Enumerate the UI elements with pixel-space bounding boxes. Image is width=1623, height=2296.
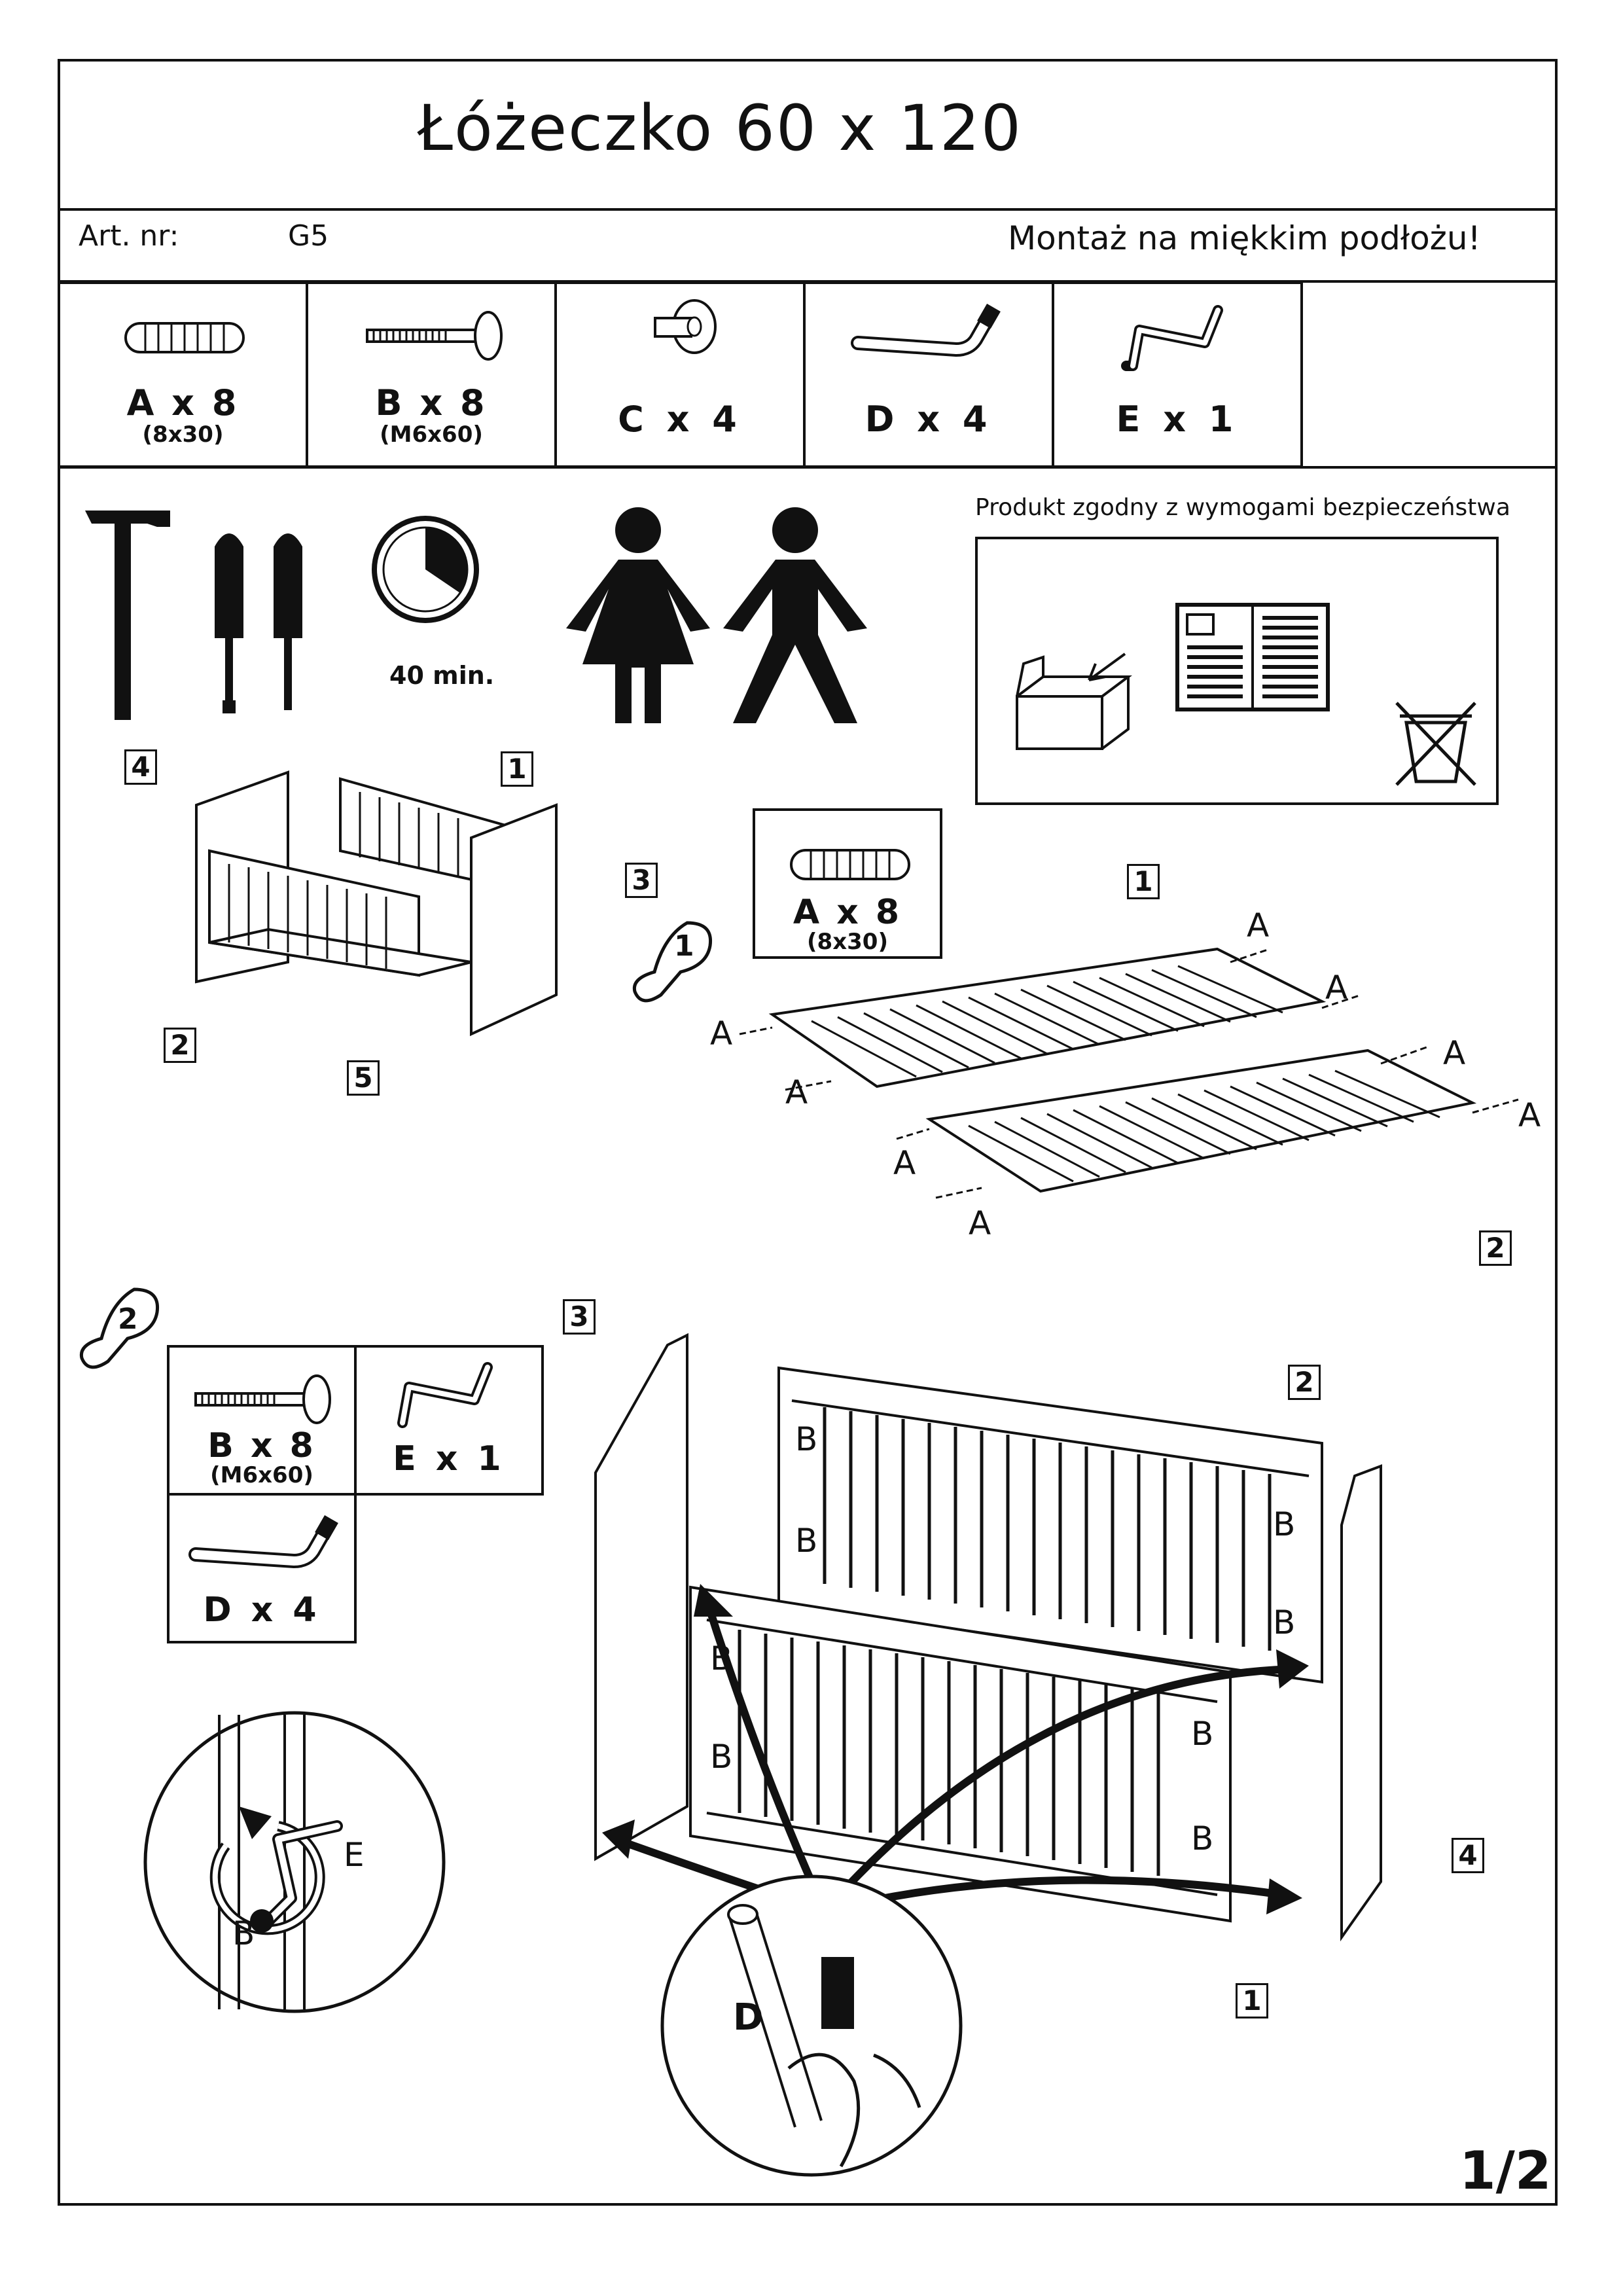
part-b-size: (M6x60) — [380, 422, 483, 448]
bolt-label-b: B — [1191, 1820, 1214, 1857]
divider-title — [58, 208, 1558, 211]
step-2-tag-1: 1 — [1236, 1983, 1268, 2018]
allen-key-icon — [851, 304, 1001, 357]
part-d-label: D x 4 — [865, 399, 993, 440]
step-1-part-box: A x 8 (8x30) — [753, 808, 942, 959]
slatted-base-illustration — [739, 947, 1519, 1199]
bolt-label-b: B — [1273, 1505, 1296, 1543]
step-1-footprint-icon — [632, 921, 713, 1003]
step-2-tag-4: 4 — [1452, 1838, 1484, 1873]
detail-label-b: B — [232, 1914, 255, 1952]
dowel-icon — [124, 322, 245, 353]
step-2-part-d-label: D x 4 — [203, 1590, 321, 1630]
part-a-label: A x 8 — [126, 382, 240, 423]
step-2-number: 2 — [118, 1302, 138, 1336]
bolt-tightening-detail — [143, 1711, 446, 2013]
article-number: G5 — [288, 219, 329, 253]
page-frame — [58, 59, 1558, 2206]
step-2-part-b-size: (M6x60) — [210, 1462, 313, 1488]
part-cell-b: B x 8 (M6x60) — [306, 281, 557, 468]
part-cell-c: C x 4 — [554, 281, 806, 468]
page-number: 1/2 — [1459, 2140, 1552, 2201]
step-2-part-box-b: B x 8 (M6x60) — [167, 1345, 357, 1496]
assembly-time: 40 min. — [389, 661, 495, 690]
crib-assembly-illustration — [594, 1333, 1382, 1942]
part-b-label: B x 8 — [375, 382, 488, 423]
overview-tag-4: 4 — [124, 749, 157, 785]
part-cell-e: E x 1 — [1052, 281, 1303, 468]
pin-label-a: A — [1518, 1096, 1541, 1134]
safety-box — [975, 537, 1499, 805]
step-2-footprint-icon — [79, 1287, 160, 1369]
step-2-part-e-label: E x 1 — [393, 1439, 505, 1479]
hammer-icon — [85, 511, 170, 720]
pin-label-a: A — [785, 1073, 808, 1111]
man-icon — [723, 507, 867, 723]
allen-key-insert-detail — [660, 1874, 963, 2177]
no-waste-bin-icon — [1395, 702, 1476, 786]
step-1-number: 1 — [674, 929, 694, 963]
step-1-part-size: (8x30) — [807, 929, 888, 955]
crib-overview-illustration — [195, 770, 558, 1037]
pin-label-a: A — [1325, 969, 1348, 1007]
manual-icon — [1175, 603, 1330, 711]
overview-tag-1: 1 — [501, 751, 533, 787]
bolt-label-b: B — [1191, 1715, 1214, 1753]
overview-tag-3: 3 — [625, 863, 658, 898]
bolt-label-b: B — [795, 1420, 818, 1458]
nut-icon — [654, 299, 717, 354]
pin-label-a: A — [1443, 1034, 1466, 1072]
part-cell-a: A x 8 (8x30) — [58, 281, 308, 468]
page-title: Łóżeczko 60 x 120 — [418, 92, 1022, 165]
bolt-label-b: B — [795, 1522, 818, 1560]
pin-label-a: A — [1247, 906, 1270, 944]
assembly-warning: Montaż na miękkim podłożu! — [1008, 219, 1481, 257]
step-2-part-b-label: B x 8 — [207, 1426, 316, 1465]
pin-label-a: A — [893, 1144, 916, 1182]
article-label: Art. nr: — [79, 219, 179, 253]
allen-key-icon — [188, 1515, 338, 1569]
part-cell-d: D x 4 — [803, 281, 1054, 468]
part-a-size: (8x30) — [142, 422, 224, 448]
detail-label-d: D — [733, 1996, 764, 2039]
box-keep-icon — [1016, 653, 1132, 750]
overview-tag-2: 2 — [164, 1028, 196, 1063]
step-2-part-box-d: D x 4 — [167, 1493, 357, 1643]
safety-title: Produkt zgodny z wymogami bezpieczeństwa — [975, 494, 1510, 521]
step-1-tag-2: 2 — [1479, 1230, 1512, 1266]
step-2-tag-3: 3 — [563, 1299, 596, 1335]
bolt-label-b: B — [710, 1640, 733, 1677]
crank-key-icon — [397, 1362, 493, 1428]
step-2-tag-2: 2 — [1288, 1365, 1321, 1400]
screwdriver-phillips-icon — [274, 533, 302, 710]
screwdriver-flat-icon — [215, 533, 243, 713]
step-2-part-box-e: E x 1 — [354, 1345, 544, 1496]
part-c-label: C x 4 — [618, 399, 742, 440]
bolt-label-b: B — [710, 1738, 733, 1776]
bolt-icon — [366, 311, 503, 361]
step-1-tag-1: 1 — [1127, 864, 1160, 899]
detail-label-e: E — [344, 1836, 365, 1874]
crank-key-icon — [1121, 305, 1223, 371]
clock-icon — [372, 516, 479, 623]
part-e-label: E x 1 — [1116, 399, 1239, 440]
bolt-label-b: B — [1273, 1604, 1296, 1641]
dowel-icon — [790, 849, 910, 880]
pin-label-a: A — [710, 1014, 733, 1052]
step-1-part-label: A x 8 — [793, 893, 902, 932]
woman-icon — [566, 507, 710, 723]
pin-label-a: A — [969, 1204, 991, 1242]
bolt-icon — [194, 1374, 331, 1424]
overview-tag-5: 5 — [347, 1060, 380, 1096]
